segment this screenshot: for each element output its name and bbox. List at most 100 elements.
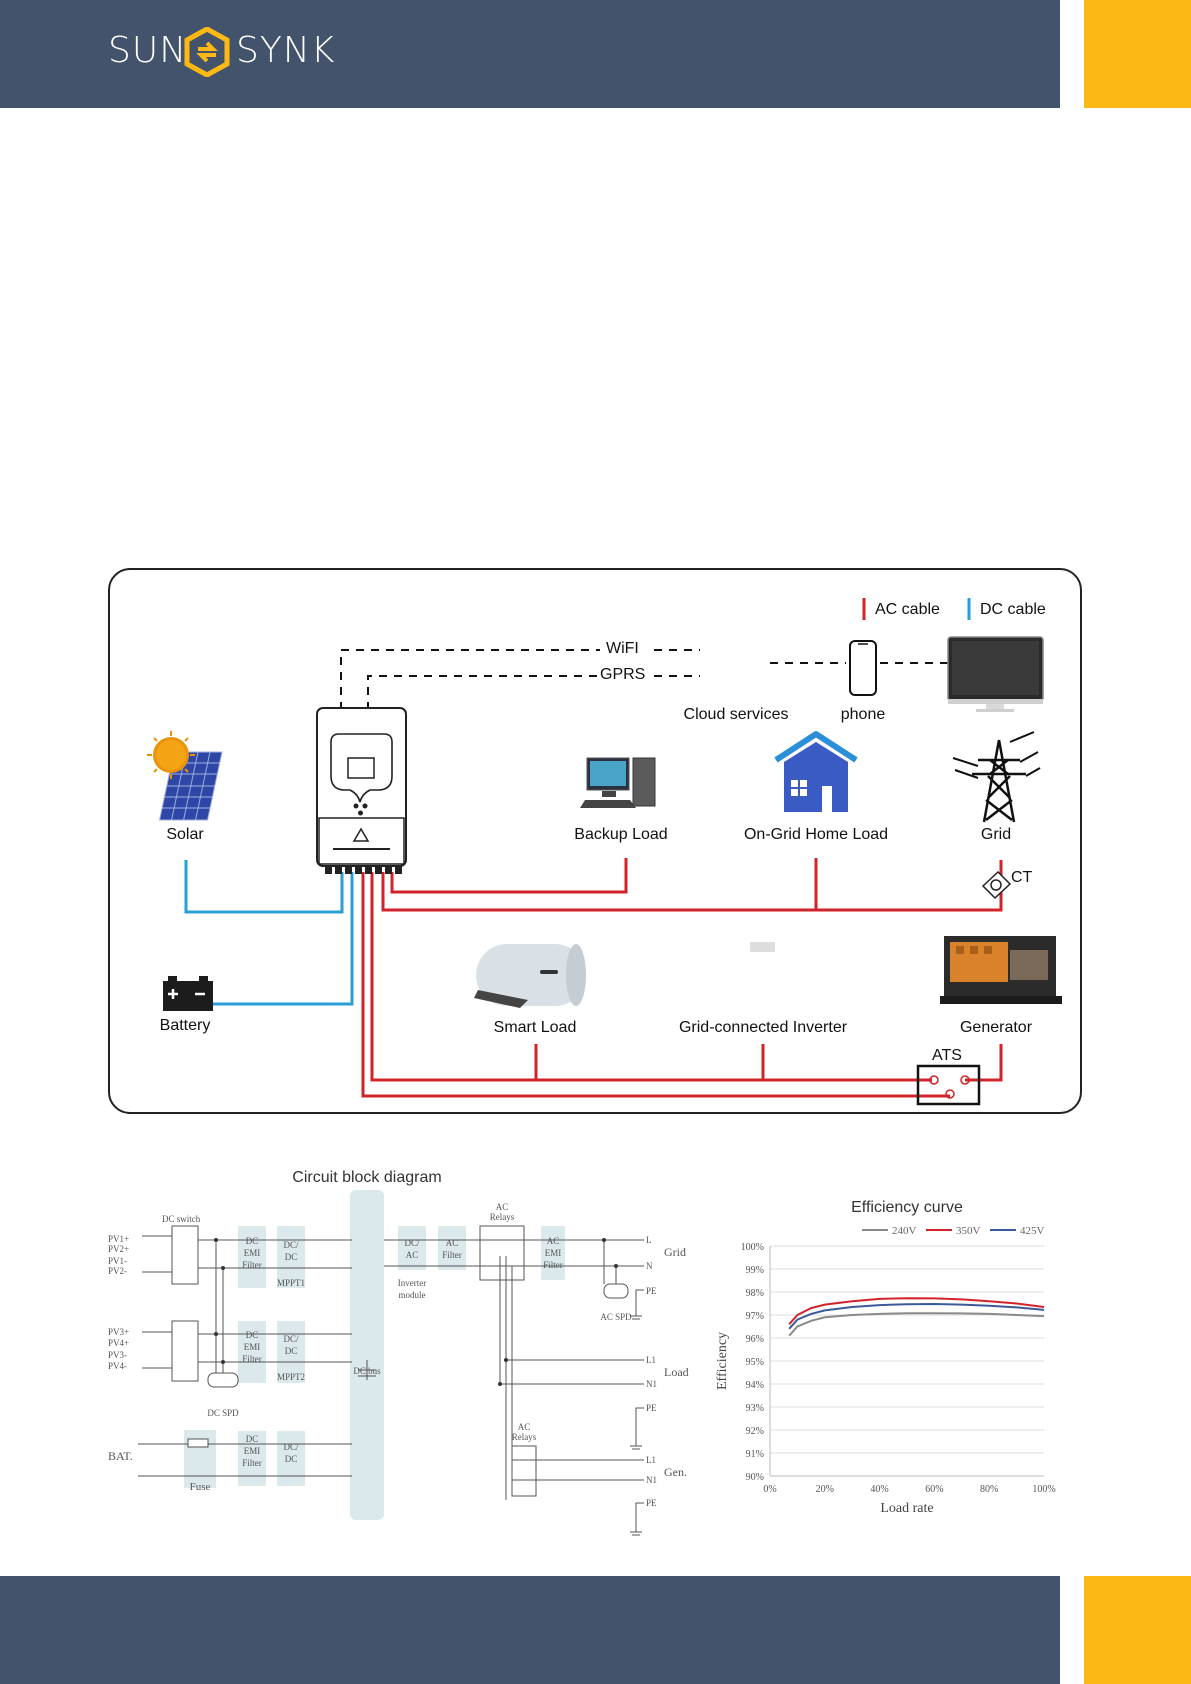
y-tick-label: 92% (746, 1426, 764, 1437)
svg-text:PV1-: PV1- (108, 1256, 127, 1266)
circuit-block-diagram: Circuit block diagram (108, 1169, 689, 1536)
svg-text:N: N (646, 1261, 653, 1271)
cloud-services-label: Cloud services (683, 706, 789, 723)
svg-text:PE: PE (646, 1403, 657, 1413)
wifi-label: WiFI (606, 640, 639, 657)
svg-text:Gen.: Gen. (664, 1465, 687, 1479)
system-diagram-wiring (147, 598, 1062, 1106)
ats-label: ATS (932, 1047, 962, 1064)
hybrid-inverter-icon (316, 707, 407, 874)
svg-text:Fuse: Fuse (190, 1481, 211, 1493)
footer-bar (0, 1576, 1060, 1684)
battery-icon (163, 976, 213, 1011)
y-tick-label: 100% (741, 1242, 764, 1253)
svg-text:EMI: EMI (545, 1248, 562, 1258)
svg-text:Load: Load (664, 1365, 689, 1379)
svg-text:AC: AC (446, 1238, 459, 1248)
battery-label: Battery (159, 1017, 211, 1034)
svg-text:EMI: EMI (244, 1248, 261, 1258)
phone-icon (849, 640, 877, 696)
svg-text:DC: DC (285, 1252, 298, 1262)
y-tick-label: 98% (746, 1288, 764, 1299)
solar-panel-icon (147, 731, 223, 821)
legend-dc-label: DC cable (980, 601, 1046, 618)
svg-text:DC bus: DC bus (353, 1366, 381, 1376)
y-axis-label: Efficiency (715, 1332, 730, 1390)
header-accent (1084, 0, 1191, 108)
series-line-425V (788, 1302, 1045, 1330)
circuit-title: Circuit block diagram (292, 1169, 441, 1186)
svg-text:L1: L1 (646, 1455, 656, 1465)
sunsynk-logo-icon (184, 27, 230, 77)
legend-label-350V: 350V (956, 1225, 981, 1237)
grid-inverter-label: Grid-connected Inverter (678, 1019, 848, 1036)
svg-text:Filter: Filter (543, 1260, 563, 1270)
x-tick-label: 40% (870, 1484, 888, 1495)
svg-text:PV3-: PV3- (108, 1350, 127, 1360)
y-tick-label: 96% (746, 1334, 764, 1345)
svg-text:Filter: Filter (442, 1250, 462, 1260)
svg-text:DC: DC (285, 1346, 298, 1356)
x-tick-label: 100% (1032, 1484, 1055, 1495)
svg-text:Grid: Grid (664, 1245, 686, 1259)
svg-text:N1: N1 (646, 1379, 657, 1389)
svg-text:DC/: DC/ (283, 1240, 299, 1250)
svg-text:Relays: Relays (490, 1212, 515, 1222)
svg-text:DC: DC (246, 1330, 259, 1340)
footer-accent (1084, 1576, 1191, 1684)
y-tick-label: 91% (746, 1449, 764, 1460)
svg-text:EMI: EMI (244, 1342, 261, 1352)
monitor-icon (947, 636, 1044, 712)
solar-label: Solar (166, 826, 204, 843)
svg-text:DC: DC (285, 1454, 298, 1464)
generator-label: Generator (959, 1019, 1033, 1036)
y-tick-label: 93% (746, 1403, 764, 1414)
svg-text:Relays: Relays (512, 1432, 537, 1442)
brand-left-text: SUN (108, 30, 188, 71)
svg-text:DC: DC (246, 1434, 259, 1444)
svg-text:DC/: DC/ (404, 1238, 420, 1248)
svg-text:PE: PE (646, 1286, 657, 1296)
x-tick-label: 0% (763, 1484, 776, 1495)
svg-text:Filter: Filter (242, 1354, 262, 1364)
svg-text:Filter: Filter (242, 1260, 262, 1270)
gprs-label: GPRS (600, 666, 646, 683)
svg-text:N1: N1 (646, 1475, 657, 1485)
svg-text:Inverter: Inverter (398, 1278, 426, 1288)
backup-load-label: Backup Load (574, 826, 668, 843)
ct-clamp-icon (981, 870, 1012, 900)
legend-label-425V: 425V (1020, 1225, 1045, 1237)
svg-text:BAT.: BAT. (108, 1449, 133, 1463)
svg-text:EMI: EMI (244, 1446, 261, 1456)
y-tick-label: 90% (746, 1472, 764, 1483)
phone-label: phone (840, 706, 886, 723)
svg-text:L1: L1 (646, 1355, 656, 1365)
svg-text:DC/: DC/ (283, 1442, 299, 1452)
x-axis-label: Load rate (880, 1501, 933, 1516)
x-tick-label: 80% (980, 1484, 998, 1495)
y-tick-label: 97% (746, 1311, 764, 1322)
smart-load-water-heater-icon (474, 944, 586, 1008)
svg-text:PE: PE (646, 1498, 657, 1508)
comm-lines (340, 649, 948, 710)
series-line-350V (788, 1297, 1045, 1325)
system-diagram-frame (108, 568, 1082, 1114)
svg-text:Filter: Filter (242, 1458, 262, 1468)
generator-icon (940, 936, 1062, 1004)
svg-text:PV2-: PV2- (108, 1266, 127, 1276)
x-tick-label: 20% (816, 1484, 834, 1495)
svg-text:AC: AC (547, 1236, 560, 1246)
svg-text:AC SPD: AC SPD (600, 1312, 632, 1322)
svg-text:L: L (646, 1235, 652, 1245)
svg-text:DC SPD: DC SPD (207, 1408, 239, 1418)
y-tick-label: 95% (746, 1357, 764, 1368)
svg-text:MPPT2: MPPT2 (277, 1372, 305, 1382)
smart-load-label: Smart Load (493, 1019, 577, 1036)
svg-text:PV4+: PV4+ (108, 1338, 129, 1348)
series-line-240V (788, 1312, 1045, 1337)
svg-text:PV4-: PV4- (108, 1361, 127, 1371)
svg-text:DC/: DC/ (283, 1334, 299, 1344)
svg-text:module: module (399, 1290, 426, 1300)
home-load-label: On-Grid Home Load (743, 826, 889, 843)
header-bar: SUN SYNK (0, 0, 1060, 108)
